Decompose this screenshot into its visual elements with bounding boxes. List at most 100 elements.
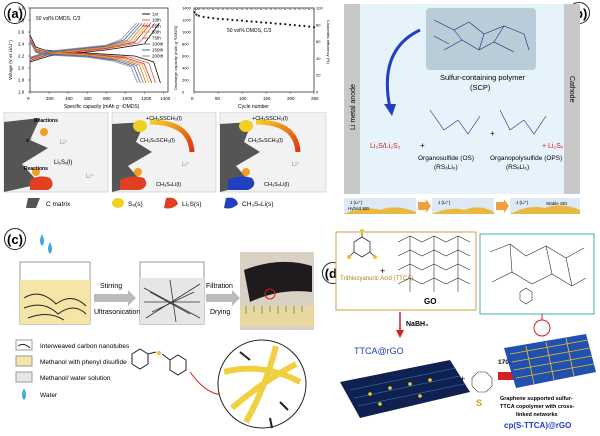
capacity-point bbox=[260, 21, 263, 24]
capacity-point bbox=[264, 21, 268, 24]
capacity-point bbox=[245, 20, 248, 23]
reaction-schematic: Reactions Li⁺ e⁻ Li₂Sₓ(l) Reactions Li⁺ … bbox=[3, 112, 327, 209]
capacity-point bbox=[240, 19, 244, 22]
sei-evolution: J (Li⁺) Hybrid SEI J (Li⁺) J (Li⁺) Stabl… bbox=[344, 198, 580, 214]
voltage-ytick-label: 2.6 bbox=[18, 30, 25, 35]
voltage-ylabel: Voltage (V vs Li/Li⁺) bbox=[8, 40, 13, 80]
arrow-1 bbox=[94, 290, 136, 306]
voltage-ytick-label: 2.2 bbox=[18, 54, 25, 59]
capacity-point bbox=[312, 26, 316, 29]
svg-text:+CH₃SSCH₃(l): +CH₃SSCH₃(l) bbox=[146, 116, 182, 122]
voltage-legend-label: 1st bbox=[152, 12, 159, 17]
svg-text:Stable SEI: Stable SEI bbox=[546, 201, 567, 206]
svg-text:CH₃SₙSCH₃(l): CH₃SₙSCH₃(l) bbox=[248, 138, 283, 144]
go-label: GO bbox=[424, 297, 436, 306]
voltage-curve-discharge bbox=[29, 37, 156, 84]
svg-text:J (Li⁺): J (Li⁺) bbox=[350, 200, 363, 205]
ce-point bbox=[216, 7, 220, 10]
os-molecule bbox=[429, 109, 481, 135]
arrow-2 bbox=[206, 290, 240, 306]
svg-text:Hybrid SEI: Hybrid SEI bbox=[348, 206, 370, 211]
ce-point bbox=[193, 9, 196, 12]
voltage-xtick-label: 400 bbox=[65, 96, 73, 101]
svg-text:Li⁺: Li⁺ bbox=[60, 139, 68, 146]
phenyl-disulfide-molecule bbox=[131, 348, 187, 376]
ce-point bbox=[279, 7, 282, 10]
cycle-ytick-left-label: 600 bbox=[182, 54, 189, 59]
ops-formula: (RSₓLi₆) bbox=[506, 164, 529, 171]
panel-b: (b) Li metal anode Cathode Sulfur-contai… bbox=[334, 0, 600, 216]
svg-text:Methanol with phenyl disulfide: Methanol with phenyl disulfide bbox=[40, 359, 127, 366]
cycle-ytick-left-label: 0 bbox=[182, 90, 185, 95]
svg-text:Drying: Drying bbox=[210, 309, 230, 316]
cycle-ytick-left-label: 200 bbox=[182, 78, 189, 83]
panel-d: (d) Trithiocyanuric Acid (TTCA) + GO NaB… bbox=[320, 222, 600, 436]
cycle-ytick-right-label: 0 bbox=[316, 90, 319, 95]
svg-text:Li⁺: Li⁺ bbox=[292, 161, 300, 168]
svg-text:S₈(s): S₈(s) bbox=[128, 201, 143, 208]
ops-name: Organopolysulfide (OPS) bbox=[490, 155, 562, 162]
capacity-point bbox=[284, 23, 287, 26]
cycle-ytick-left-label: 800 bbox=[182, 42, 189, 47]
voltage-curve-charge bbox=[29, 22, 156, 62]
ce-point bbox=[269, 7, 272, 10]
svg-text:Reactions: Reactions bbox=[24, 166, 48, 172]
ce-point bbox=[293, 7, 296, 10]
svg-text:CH₃SₙLi(l): CH₃SₙLi(l) bbox=[264, 182, 289, 188]
ce-point bbox=[308, 7, 311, 10]
voltage-xtick-label: 600 bbox=[84, 96, 92, 101]
reaction-star bbox=[40, 128, 48, 136]
anode-label: Li metal anode bbox=[350, 84, 357, 130]
ce-point bbox=[240, 7, 244, 10]
synthesis-schematic-c: Stirring Ultrasonication Filtration Dryi… bbox=[15, 234, 314, 429]
cycle-ylabel-left: Discharge capacity (mAh g⁻¹DMDS) bbox=[173, 25, 178, 90]
legend-c: Interweaved carbon nanotubes Methanol wi… bbox=[15, 339, 130, 400]
copolymer-box bbox=[479, 233, 595, 315]
ce-point bbox=[274, 7, 277, 10]
ce-point bbox=[231, 7, 234, 10]
capacity-point bbox=[255, 20, 258, 23]
voltage-legend-label: 100th bbox=[152, 42, 164, 47]
voltage-xtick-label: 1000 bbox=[122, 96, 133, 101]
capacity-point bbox=[303, 24, 306, 28]
svg-text:J (Li⁺): J (Li⁺) bbox=[438, 200, 451, 205]
scp-abbr: (SCP) bbox=[470, 83, 491, 92]
ttca-label: Trithiocyanuric Acid (TTCA) bbox=[340, 276, 413, 282]
panel-c-label: (c) bbox=[4, 228, 26, 250]
voltage-xtick-label: 1200 bbox=[141, 96, 152, 101]
svg-text:CH₃SₙLi(s): CH₃SₙLi(s) bbox=[242, 201, 274, 208]
cycle-ytick-left-label: 400 bbox=[182, 66, 189, 71]
ce-point bbox=[195, 7, 198, 10]
svg-text:Li⁺: Li⁺ bbox=[182, 161, 190, 168]
voltage-xtick-label: 800 bbox=[103, 96, 111, 101]
svg-text:+: + bbox=[380, 266, 385, 276]
capacity-point bbox=[269, 21, 272, 25]
svg-text:Li⁺: Li⁺ bbox=[86, 173, 94, 180]
svg-text:Stirring: Stirring bbox=[100, 283, 122, 290]
voltage-curve-discharge bbox=[29, 37, 153, 84]
cycle-ytick-right-label: 40 bbox=[316, 56, 321, 61]
ce-point bbox=[303, 7, 306, 10]
li2sx-label: + Li₂Sₓ bbox=[542, 143, 564, 150]
ch3snli-deposit-shape bbox=[228, 176, 255, 190]
cathode-label: Cathode bbox=[568, 76, 575, 103]
capacity-point bbox=[202, 15, 205, 19]
voltage-ytick-label: 3.0 bbox=[18, 6, 25, 11]
cycle-ytick-right-label: 20 bbox=[316, 73, 321, 78]
svg-text:+: + bbox=[420, 141, 425, 150]
voltage-curve-charge bbox=[29, 22, 149, 60]
cycle-xtick-label: 150 bbox=[263, 96, 271, 101]
ce-point bbox=[284, 7, 287, 10]
svg-text:e⁻: e⁻ bbox=[26, 138, 33, 144]
voltage-ytick-label: 1.8 bbox=[18, 78, 25, 83]
s8-ring bbox=[471, 371, 493, 393]
scp-schematic: Li metal anode Cathode Sulfur-containing… bbox=[344, 4, 580, 214]
ce-point bbox=[236, 7, 239, 10]
sulfur-particle-shape bbox=[133, 120, 147, 132]
voltage-legend-label: 10th bbox=[152, 18, 161, 23]
panel-a-label: (a) bbox=[4, 2, 26, 24]
svg-text:Interweaved carbon nanotubes: Interweaved carbon nanotubes bbox=[40, 343, 130, 350]
ce-point bbox=[255, 7, 258, 10]
sulfur-label: S bbox=[476, 398, 482, 408]
ttca-box bbox=[335, 231, 477, 311]
